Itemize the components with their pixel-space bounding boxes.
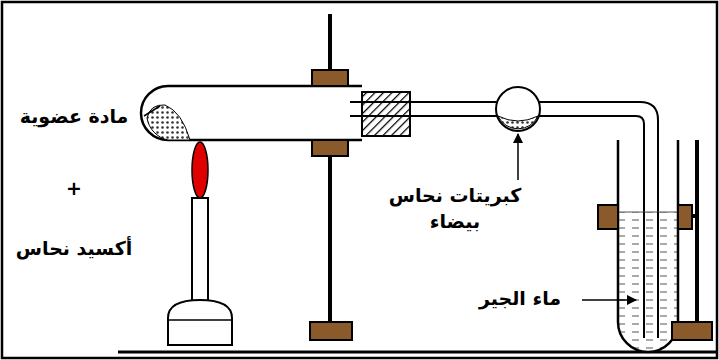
bench [118, 351, 717, 354]
stand-rod [328, 14, 332, 330]
clamp-block [312, 140, 348, 156]
reagent-label: ماء الجير [460, 286, 580, 312]
delivery-tube [350, 87, 658, 338]
clamp-block [598, 205, 618, 229]
material-label: أكسيد نحاس [4, 236, 144, 262]
burner [168, 142, 232, 345]
reagent-label: كبريتات نحاس بيضاء [380, 183, 530, 234]
heating-tube [141, 86, 362, 140]
material-label: مادة عضوية [4, 104, 144, 130]
leader-arrow [517, 134, 519, 180]
plus-sign: + [54, 176, 94, 202]
stand-rod [695, 140, 699, 330]
stand-base [672, 322, 712, 340]
clamp-block [312, 70, 348, 86]
leader-line [144, 106, 160, 116]
test-tube [618, 140, 678, 352]
stand-base [310, 322, 352, 340]
clamp-block [678, 205, 692, 229]
leader-arrow [582, 299, 636, 301]
stopper [362, 92, 410, 136]
